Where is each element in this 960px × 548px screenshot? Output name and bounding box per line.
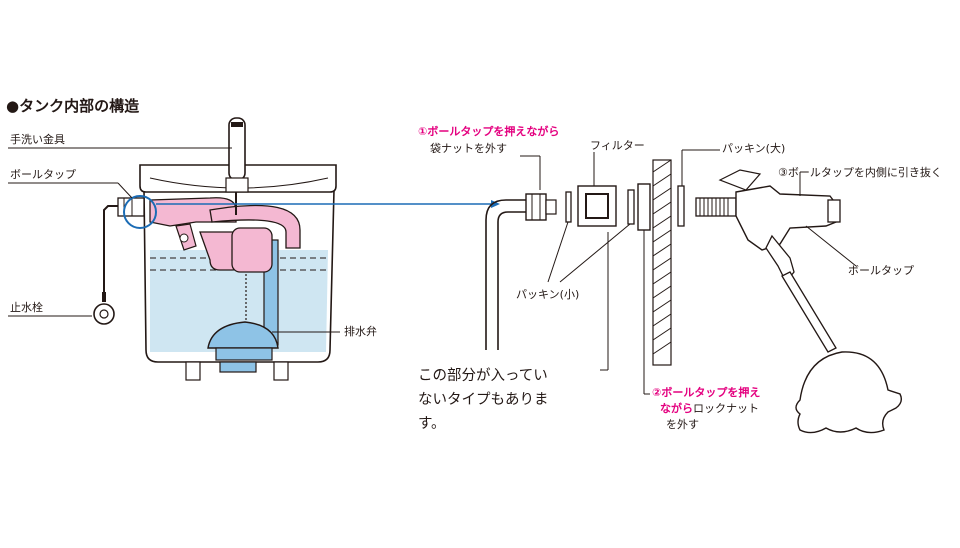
step3-instruction: ③ボールタップを内側に引き抜く — [778, 166, 942, 179]
float-arm — [781, 271, 837, 353]
ball-tap-body — [735, 185, 837, 251]
tank-water — [150, 250, 328, 352]
small-packing-1 — [565, 191, 572, 223]
step1-instruction-pink: ①ボールタップを押えながら — [418, 125, 560, 138]
drain-outlet — [219, 361, 257, 373]
large-packing — [677, 185, 685, 227]
lock-nut — [637, 183, 651, 231]
small-packing-label: パッキン(小) — [516, 288, 580, 301]
cap-nut — [525, 193, 547, 221]
step2-instruction-line2: ながらロックナット — [660, 402, 759, 415]
ball-tap-label-right: ボールタップ — [848, 264, 914, 277]
hand-wash-label: 手洗い金具 — [10, 133, 65, 146]
note-text: この部分が入ってい ないタイプもありま す。 — [418, 368, 549, 432]
ball-tap-label-left: ボールタップ — [10, 168, 76, 181]
detail-supply-pipe — [485, 199, 526, 350]
step2-instruction-line3: を外す — [666, 418, 699, 431]
tank-body — [143, 189, 335, 363]
step2-instruction-pink: ②ボールタップを押え — [652, 386, 761, 399]
small-packing-2 — [627, 189, 635, 225]
float-ball — [795, 351, 903, 434]
drain-valve-label: 排水弁 — [344, 325, 377, 338]
stop-valve-label: 止水栓 — [10, 301, 43, 314]
large-packing-label: パッキン(大) — [722, 142, 786, 155]
filter-label: フィルター — [590, 139, 645, 152]
detail-callout-circle — [123, 195, 157, 229]
drain-valve-flapper — [207, 321, 279, 349]
page-title: ●タンク内部の構造 — [6, 97, 140, 115]
step1-instruction-rest: 袋ナットを外す — [430, 142, 507, 155]
